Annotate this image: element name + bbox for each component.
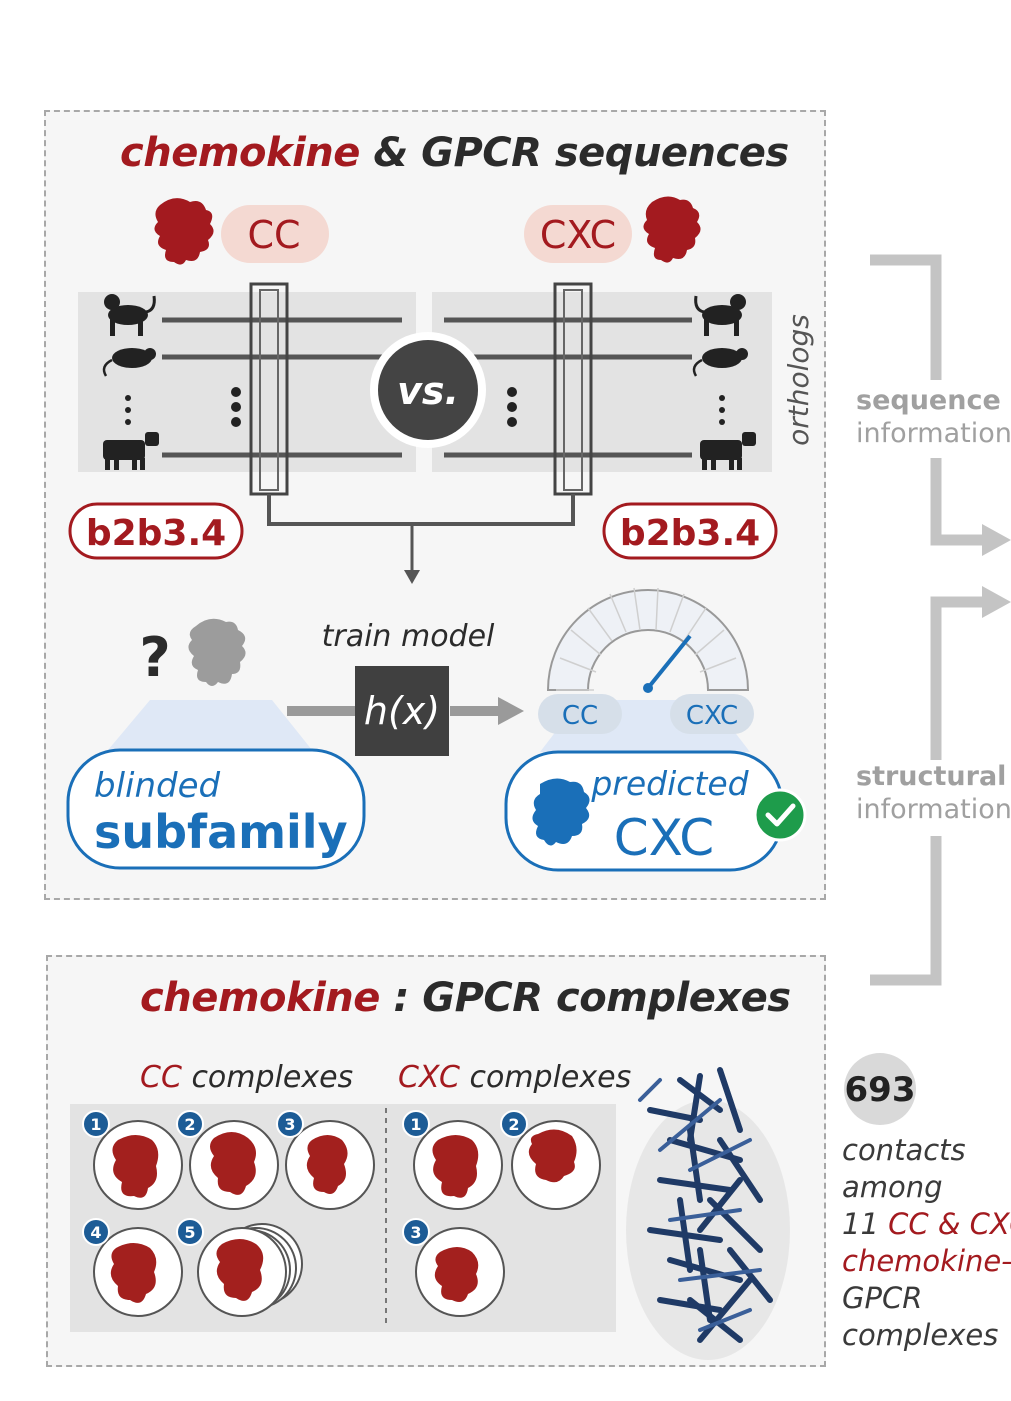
predicted-chemokine-icon [532,778,590,846]
complexes-panel-title: chemokine : GPCR complexes [140,975,791,1021]
chemokine-structures [110,1129,577,1303]
unknown-chemokine-icon [188,618,246,686]
cow-icon-left [103,432,159,470]
cc-badge-1: 1 [90,1115,101,1134]
predicted-cxc-label: CXC [614,809,714,867]
contacts-line2: among [842,1170,943,1204]
contact-bundle-image [626,1067,790,1360]
blinded-label: blinded [94,766,221,806]
model-box [355,666,449,756]
cc-badge-3: 3 [284,1115,295,1134]
contacts-line1: contacts [842,1133,966,1167]
contacts-line5: GPCR [842,1281,923,1315]
down-arrow-icon [404,570,420,584]
number-badges [82,1110,528,1246]
cc-pill [221,205,329,263]
contacts-line3: 11 CC & CXC [842,1206,1011,1243]
cc-badge-4: 4 [90,1223,101,1242]
train-model-label: train model [322,619,495,654]
structural-label-line1: structural [856,761,1007,792]
gauge-needle [646,634,692,690]
check-circle-icon [753,788,807,842]
title-gpcr-sequences: & GPCR sequences [359,130,789,176]
contacts-line3-prefix: 11 [842,1207,889,1241]
cxc-badge-2: 2 [508,1115,519,1134]
ellipsis-dots [125,387,725,427]
cc-sequence-lines [162,317,402,458]
complexes-title-chemokine: chemokine [140,975,380,1021]
vs-circle [378,340,478,440]
number-badge-labels: 1 2 3 4 5 1 2 3 [90,1115,519,1242]
gray-connectors [870,254,990,986]
cxc-complexes-header: CXC complexes [398,1060,631,1095]
cxc-sequence-lines [444,317,692,458]
complexes-title-rest: : GPCR complexes [379,975,791,1021]
cc-label: CC [247,213,300,257]
sequence-label-line1: sequence [856,385,1001,416]
monkey-icon-left [104,294,156,336]
cc-complexes-suffix: complexes [181,1060,354,1095]
merge-connector [267,494,575,526]
gauge-ticks [556,587,737,691]
left-position-pill [68,502,244,560]
cc-badge-5: 5 [184,1223,195,1242]
gauge-cc-label: CC [562,701,598,731]
sequence-information-label: sequence information [856,384,1011,450]
question-mark: ? [139,626,170,689]
sequence-label-line2: information [856,418,1011,449]
structural-arrow-icon [982,586,1011,618]
cc-complexes-header: CC complexes [140,1060,353,1095]
sequence-panel-title: chemokine & GPCR sequences [120,130,789,176]
cxc-complexes-prefix: CXC [398,1060,460,1095]
contacts-line3-red: CC & CXC [888,1207,1011,1241]
vs-label: vs. [397,369,459,413]
right-position-pill [602,502,778,560]
cxc-badge-3: 3 [410,1223,421,1242]
cxc-badge-1: 1 [410,1115,421,1134]
cc-badge-2: 2 [184,1115,195,1134]
structural-information-label: structural information [856,760,1011,826]
left-position-label: b2b3.4 [86,513,226,554]
orthologs-label: orthologs [782,314,815,446]
subfamily-label: subfamily [94,805,348,859]
monkey-icon-right [694,294,746,336]
predicted-label: predicted [590,764,749,803]
mouse-icon-right [692,348,748,377]
sequence-arrow-icon [982,524,1011,556]
gauge-cxc-pill [670,694,754,734]
chemokine-icon-right [643,196,701,263]
contacts-description: contacts among 11 CC & CXC chemokine– GP… [842,1132,1011,1354]
contacts-line4: chemokine– [842,1244,1011,1278]
gauge-cc-pill [538,694,622,734]
model-input-arrow [287,706,357,716]
model-output-arrow [498,697,524,725]
mouse-icon-left [102,348,156,377]
cow-icon-right [700,432,756,470]
gauge-cxc-label: CXC [686,701,738,731]
blinded-spotlight [108,700,312,750]
cxc-complexes-suffix: complexes [459,1060,632,1095]
contacts-line6: complexes [842,1318,999,1352]
blinded-subfamily-box [66,748,366,870]
cc-complexes-prefix: CC [140,1060,182,1095]
structural-label-line2: information [856,794,1011,825]
cxc-pill [524,205,632,263]
model-label: h(x) [364,689,440,733]
contacts-count-badge [844,1053,916,1125]
right-position-label: b2b3.4 [620,513,760,554]
contacts-count: 693 [845,1070,916,1110]
title-chemokine: chemokine [120,130,360,176]
chemokine-icon-left [154,198,214,265]
cxc-label: CXC [540,213,616,257]
